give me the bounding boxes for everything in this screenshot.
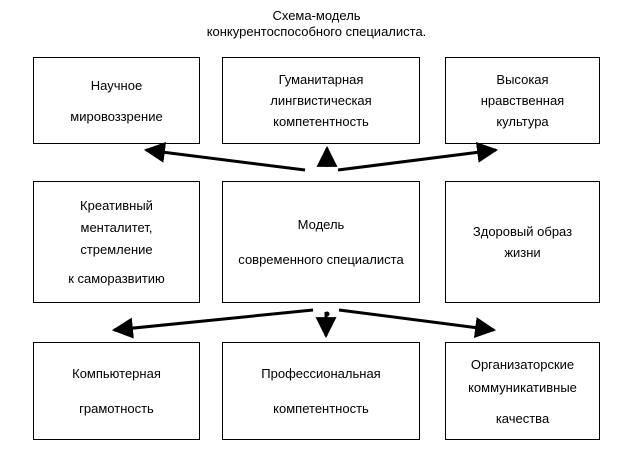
arrow-to-computer-literacy [111,308,314,339]
box-line: современного специалиста [238,252,404,267]
box-line: Гуманитарная [278,72,364,87]
box-line: стремление [80,242,153,257]
box-line: компетентность [273,114,369,129]
arrow-origin-dot [324,311,330,317]
box-line: Здоровый образ [472,224,573,239]
diagram-title: Схема-модель конкурентоспособного специа… [0,8,633,40]
box-moral-culture: Высокая нравственная культура [445,57,600,144]
box-line: коммуникативные [468,379,577,395]
box-line: Научное [90,77,143,93]
box-line: качества [495,410,550,426]
box-line: к саморазвитию [68,271,165,286]
title-line-1: Схема-модель [272,8,361,23]
box-line: жизни [504,245,541,260]
arrow-to-scientific-worldview [143,141,306,172]
box-line: Креативный [80,198,153,213]
box-professional-competence: Профессиональная компетентность [222,342,420,440]
box-line: компетентность [273,401,369,416]
box-line: грамотность [79,401,154,416]
box-model-specialist: Модель современного специалиста [222,181,420,303]
box-computer-literacy: Компьютерная грамотность [33,342,200,440]
box-line: нравственная [480,93,565,108]
box-line: Компьютерная [72,366,161,381]
box-healthy-lifestyle: Здоровый образ жизни [445,181,600,303]
box-line: менталитет, [80,220,153,235]
title-line-2: конкурентоспособного специалиста. [206,24,427,39]
arrow-to-organizational-qualities [338,308,497,338]
box-line: культура [496,114,549,129]
box-linguistic-competence: Гуманитарная лингвистическая компетентно… [222,57,420,144]
box-line: Организаторские [470,356,575,372]
box-line: мировоззрение [70,108,163,124]
box-line: Модель [297,217,345,232]
box-line: Высокая [496,72,549,87]
box-organizational-qualities: Организаторские коммуникативные качества [445,342,600,440]
box-line: лингвистическая [270,93,372,108]
arrow-to-moral-culture [337,141,499,172]
box-line: Профессиональная [261,366,381,381]
box-scientific-worldview: Научное мировоззрение [33,57,200,144]
box-creative-mentality: Креативный менталитет, стремление к само… [33,181,200,303]
